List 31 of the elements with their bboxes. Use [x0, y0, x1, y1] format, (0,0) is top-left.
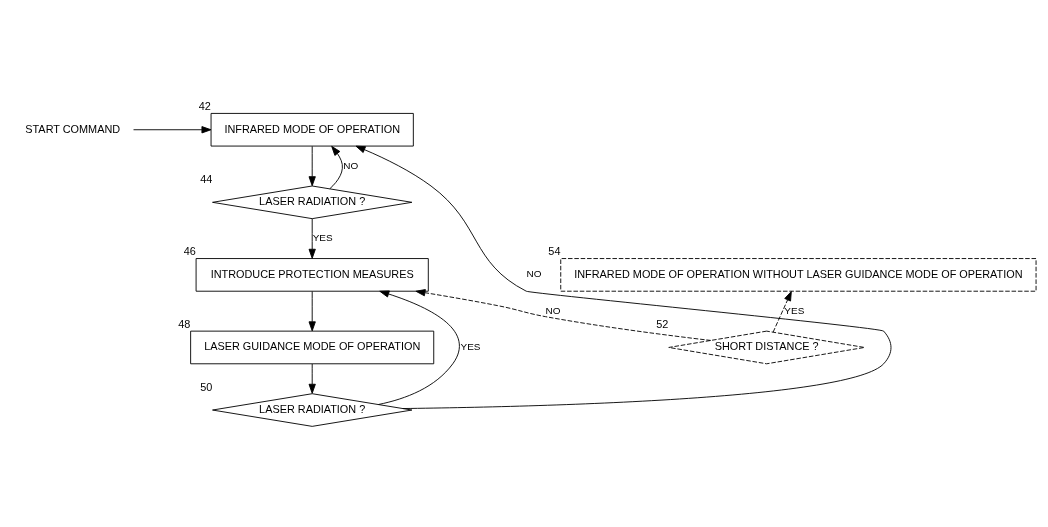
edge-label: YES — [312, 231, 333, 243]
arrow — [415, 288, 712, 341]
node-label: 50 — [200, 380, 213, 393]
node-box: INFRARED MODE OF OPERATION WITHOUT LASER GUIDANCE MODE OF OPERATION — [560, 257, 1037, 292]
edge-label: NO — [343, 159, 359, 171]
arrow — [772, 290, 792, 333]
edge-label: YES — [784, 304, 805, 316]
arrow — [308, 363, 316, 394]
arrow — [329, 145, 343, 189]
node-label: 42 — [198, 99, 211, 112]
node-label: 54 — [548, 244, 561, 257]
node-text: START COMMAND — [25, 122, 121, 135]
node-box: LASER GUIDANCE MODE OF OPERATION — [190, 330, 435, 364]
edge-label: NO — [526, 267, 542, 279]
arrow — [355, 145, 892, 409]
node-diamond: LASER RADIATION ? — [212, 392, 413, 427]
arrow — [378, 289, 460, 405]
node-label: 46 — [183, 244, 196, 257]
node-diamond: LASER RADIATION ? — [212, 185, 413, 219]
node-box: INFRARED MODE OF OPERATION — [210, 112, 414, 147]
edge-label: YES — [460, 340, 481, 352]
node-box: INTRODUCE PROTECTION MEASURES — [195, 257, 429, 292]
arrow — [308, 145, 316, 186]
node-label: 44 — [200, 172, 213, 185]
arrow — [308, 217, 316, 259]
node-label: 52 — [656, 317, 669, 330]
node-label: 48 — [178, 317, 191, 330]
arrow — [308, 290, 316, 331]
node-diamond: SHORT DISTANCE ? — [668, 330, 865, 364]
arrow — [133, 125, 212, 133]
edge-label: NO — [545, 304, 561, 316]
